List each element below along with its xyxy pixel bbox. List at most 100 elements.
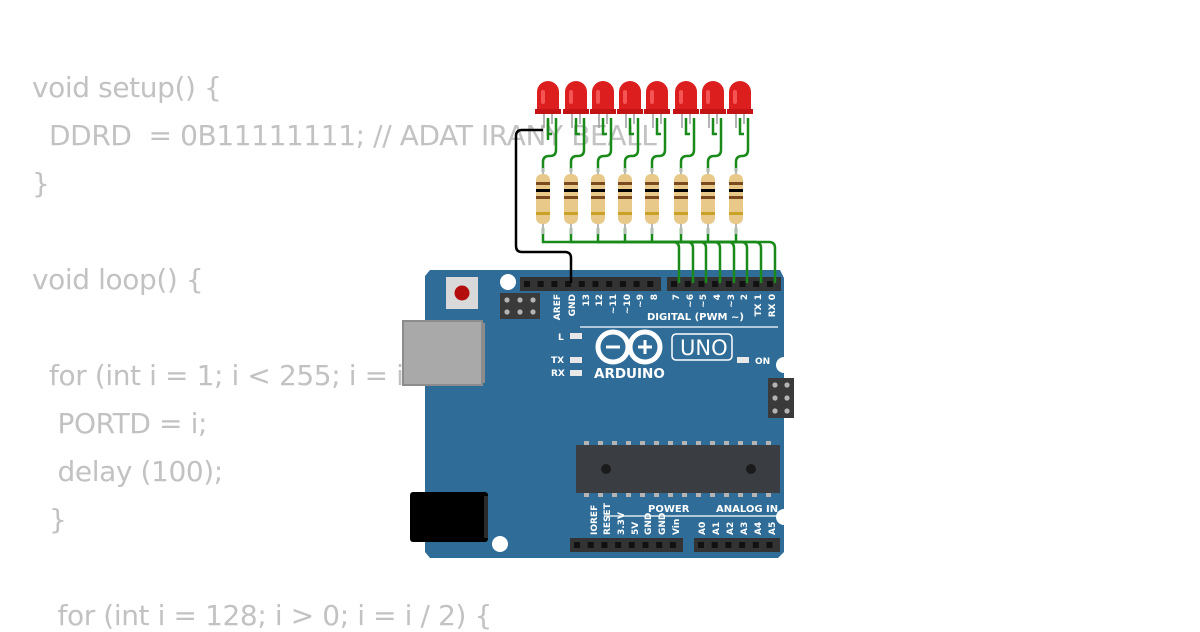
analog-header[interactable]	[694, 538, 780, 552]
svg-text:L: L	[558, 333, 564, 343]
digital-title: DIGITAL (PWM ~)	[647, 312, 744, 323]
header-socket[interactable]	[578, 281, 585, 287]
header-socket[interactable]	[766, 281, 773, 287]
pin-wire	[596, 228, 749, 283]
pin-label: ~6	[686, 294, 696, 308]
led[interactable]	[590, 81, 616, 128]
pin-label: A1	[712, 522, 722, 535]
header-socket[interactable]	[551, 281, 558, 287]
resistor[interactable]	[591, 168, 605, 234]
resistor[interactable]	[536, 168, 550, 234]
header-socket[interactable]	[752, 542, 759, 548]
led-wire	[623, 118, 640, 172]
pin-label: RX 0	[768, 294, 778, 317]
pin-label: 12	[595, 294, 605, 307]
header-socket[interactable]	[574, 542, 580, 548]
code-line: }	[32, 503, 67, 536]
header-socket[interactable]	[671, 281, 677, 287]
header-socket[interactable]	[669, 542, 676, 548]
header-socket[interactable]	[739, 542, 746, 548]
led[interactable]	[617, 81, 643, 128]
header-socket[interactable]	[725, 542, 732, 548]
header-pins-bottom	[574, 542, 773, 548]
led[interactable]	[700, 81, 726, 128]
header-socket[interactable]	[524, 281, 530, 287]
header-socket[interactable]	[698, 281, 705, 287]
onboard-led-on: ON	[737, 357, 770, 367]
pin-label: A0	[698, 522, 708, 535]
header-socket[interactable]	[592, 281, 599, 287]
led-wire	[541, 118, 558, 172]
header-socket[interactable]	[684, 281, 691, 287]
header-socket[interactable]	[633, 281, 640, 287]
code-line: PORTD = i;	[32, 407, 208, 440]
header-socket[interactable]	[698, 542, 704, 548]
header-socket[interactable]	[766, 542, 773, 548]
header-socket[interactable]	[565, 281, 572, 287]
icsp-header-top	[500, 293, 540, 319]
atmega-chip	[576, 441, 780, 497]
header-socket[interactable]	[537, 281, 544, 287]
usb-connector[interactable]	[402, 320, 485, 386]
svg-text:RX: RX	[551, 369, 565, 379]
code-line: }	[32, 167, 50, 200]
header-socket[interactable]	[656, 542, 663, 548]
pin-label: Vin	[672, 519, 682, 535]
led[interactable]	[727, 81, 753, 128]
pin-label: ~10	[623, 294, 633, 314]
pin-label: 2	[740, 294, 750, 300]
code-line: void loop() {	[32, 263, 204, 296]
pin-label: 3.3V	[617, 512, 627, 535]
power-header[interactable]	[570, 538, 683, 552]
code-line: for (int i = 1; i < 255; i = i	[32, 359, 404, 392]
header-socket[interactable]	[753, 281, 760, 287]
pin-label: A3	[740, 522, 750, 535]
header-socket[interactable]	[619, 281, 626, 287]
resistor[interactable]	[701, 168, 715, 234]
reset-button[interactable]	[446, 277, 478, 309]
mounting-hole	[776, 357, 792, 373]
header-socket[interactable]	[606, 281, 613, 287]
resistor[interactable]	[618, 168, 632, 234]
resistor[interactable]	[674, 168, 688, 234]
svg-text:UNO: UNO	[680, 336, 728, 360]
header-socket[interactable]	[615, 542, 622, 548]
led[interactable]	[673, 81, 699, 128]
digital-header-left[interactable]	[520, 277, 661, 291]
mounting-hole	[776, 509, 792, 525]
digital-header-right[interactable]	[667, 277, 781, 291]
onboard-led-rx: RX	[551, 369, 582, 379]
led-wire	[679, 118, 696, 172]
power-jack[interactable]	[410, 492, 488, 542]
resistor[interactable]	[729, 168, 743, 234]
resistor[interactable]	[564, 168, 578, 234]
led[interactable]	[535, 81, 561, 128]
led[interactable]	[644, 81, 670, 128]
resistor[interactable]	[645, 168, 659, 234]
header-socket[interactable]	[711, 542, 718, 548]
pin-label: ~3	[727, 294, 737, 308]
header-socket[interactable]	[712, 281, 719, 287]
led-wire	[650, 118, 667, 172]
header-socket[interactable]	[725, 281, 732, 287]
led-wire	[569, 118, 586, 172]
header-socket[interactable]	[647, 281, 654, 287]
header-socket[interactable]	[642, 542, 649, 548]
led[interactable]	[563, 81, 589, 128]
arduino-wordmark: ARDUINO	[594, 366, 665, 382]
header-socket[interactable]	[587, 542, 594, 548]
header-socket[interactable]	[628, 542, 635, 548]
header-socket[interactable]	[739, 281, 746, 287]
mounting-hole	[492, 536, 508, 552]
led-wire	[596, 118, 613, 172]
pin-label: RESET	[603, 502, 613, 535]
pin-label: TX 1	[754, 294, 764, 316]
pin-wire	[541, 228, 777, 283]
pin-label: A5	[768, 522, 778, 535]
icsp-header-right	[768, 378, 794, 418]
header-socket[interactable]	[601, 542, 608, 548]
